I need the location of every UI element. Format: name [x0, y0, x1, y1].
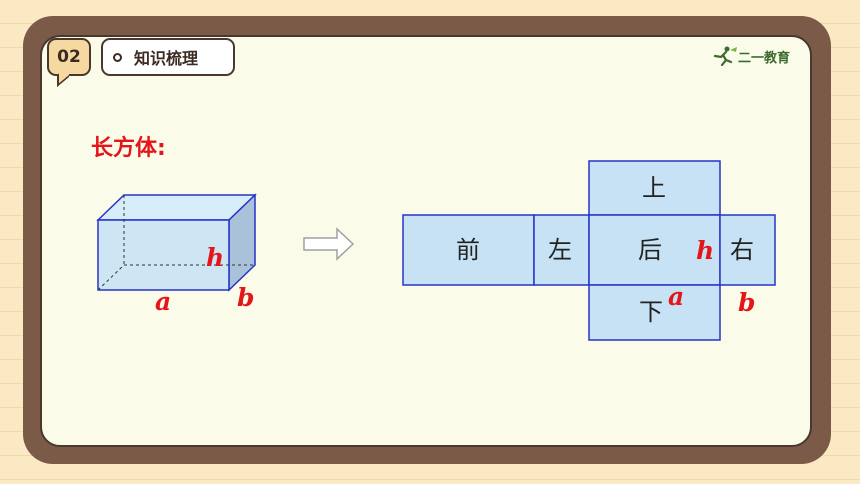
cuboid-front-face [97, 219, 230, 291]
face-label-front: 前 [456, 236, 480, 264]
net-label-b: b [738, 288, 755, 317]
face-label-back: 后 [638, 236, 662, 264]
logo-text: 二一教育 [738, 50, 791, 66]
net-label-h: h [696, 236, 714, 265]
face-label-top: 上 [642, 174, 666, 202]
face-label-left: 左 [548, 236, 572, 264]
face-label-right: 右 [730, 236, 754, 264]
runner-icon [713, 46, 737, 66]
net-face-top [588, 160, 721, 216]
net-face-left [533, 214, 590, 286]
cuboid-net: 上 前 左 后 右 下 h a b [402, 160, 776, 341]
label-h: h [206, 243, 224, 272]
net-face-bottom [588, 284, 721, 341]
section-number-badge: 02 [47, 38, 91, 76]
net-label-a: a [668, 282, 684, 311]
face-label-bottom: 下 [639, 298, 663, 326]
right-arrow-icon [303, 227, 355, 261]
hidden-edge [97, 264, 125, 291]
label-b: b [237, 283, 254, 312]
net-face-front [402, 214, 535, 286]
section-number: 02 [57, 47, 81, 67]
label-a: a [155, 287, 171, 316]
cuboid-3d: h a b [96, 193, 257, 316]
net-face-back [588, 214, 721, 286]
cuboid-top-face [96, 194, 257, 221]
section-title-badge: 知识梳理 [101, 38, 235, 76]
circle-icon [113, 52, 122, 62]
net-face-right [719, 214, 776, 286]
page-title: 长方体: [91, 136, 166, 161]
section-title: 知识梳理 [134, 49, 199, 68]
brand-logo: 二一教育 [712, 46, 790, 66]
